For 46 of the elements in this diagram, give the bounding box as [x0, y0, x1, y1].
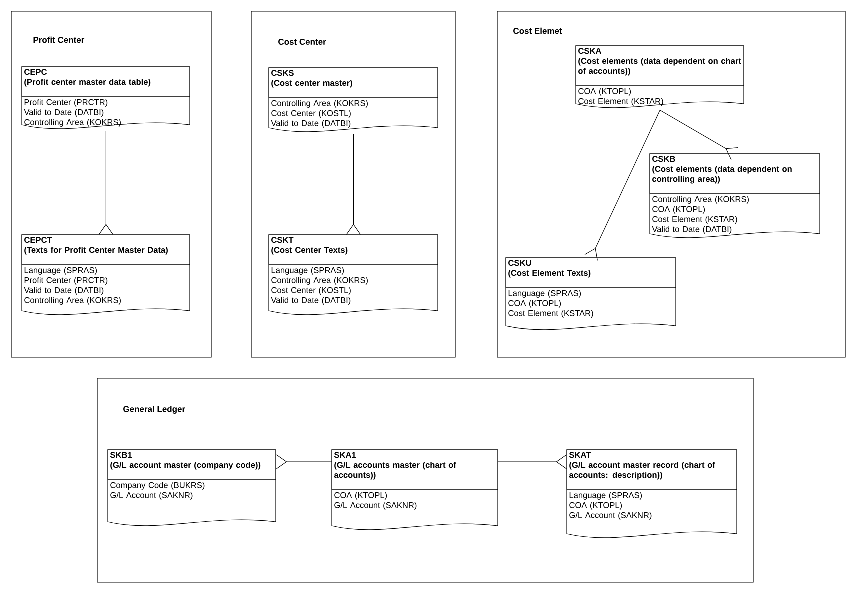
node-label: G/L Account (SAKNR)	[570, 512, 652, 520]
node-label: Cost Center (KOSTL)	[272, 110, 351, 118]
relationship-line	[346, 134, 361, 235]
relationship-line	[98, 131, 114, 235]
table-box: CSKU (Cost Element Texts) Language (SPRAS) COA (KTOPL) Cost Element (KSTAR)	[506, 258, 676, 330]
node-label: COA (KTOPL)	[578, 88, 632, 96]
table-box: CEPCT (Texts for Profit Center Master Data) Language (SPRAS) Profit Center (PRCTR) Valid to Date (DATBI) Controlling Area (KOKRS)	[22, 234, 190, 316]
node-label: COA (KTOPL)	[652, 206, 706, 214]
node-label: Valid to Date (DATBI)	[652, 226, 732, 234]
table-box: CSKT (Cost Center Texts) Language (SPRAS) Controlling Area (KOKRS) Cost Center (KOSTL) Valid to Date (DATBI)	[268, 234, 438, 316]
node-label: Profit Center (PRCTR)	[24, 277, 108, 285]
node-label: Valid to Date (DATBI)	[24, 109, 104, 117]
relationship-line	[276, 454, 332, 470]
relationship-line	[584, 110, 660, 261]
node-label: COA (KTOPL)	[508, 300, 562, 308]
relationship-line	[660, 110, 739, 160]
relationship-line	[498, 454, 567, 470]
table-box: CSKB (Cost elements (data dependent on controlling area)) Controlling Area (KOKRS) COA (KTOPL) Cost Element (KSTAR) Valid to Date (DATBI)	[650, 154, 820, 238]
node-label: Language (SPRAS)	[272, 267, 344, 275]
node-label: Language (SPRAS)	[508, 290, 582, 298]
table-box: CSKS (Cost center master) Controlling Area (KOKRS) Cost Center (KOSTL) Valid to Date (DATBI)	[268, 68, 438, 132]
node-label: G/L Account (SAKNR)	[334, 502, 417, 510]
node-label: G/L Account (SAKNR)	[110, 492, 193, 500]
node-label: Cost Element (KSTAR)	[652, 216, 738, 224]
node-label: Language (SPRAS)	[570, 492, 642, 500]
table-box: SKAT (G/L account master record (chart of accounts: description)) Language (SPRAS) COA (KTOPL) G/L Account (SAKNR)	[566, 450, 738, 538]
node-label: Valid to Date (DATBI)	[24, 287, 104, 295]
node-label: Controlling Area (KOKRS)	[24, 297, 121, 305]
node-label: Controlling Area (KOKRS)	[652, 196, 749, 204]
node-label: Company Code (BUKRS)	[110, 482, 205, 490]
table-box: CEPC (Profit center master data table) Profit Center (PRCTR) Valid to Date (DATBI) Controlling Area (KOKRS)	[22, 66, 190, 130]
node-label: Valid to Date (DATBI)	[271, 297, 351, 305]
node-label: Controlling Area (KOKRS)	[272, 100, 368, 108]
node-label: Cost Center (KOSTL)	[272, 287, 351, 295]
table-box: SKA1 (G/L accounts master (chart of accounts)) COA (KTOPL) G/L Account (SAKNR)	[332, 450, 498, 530]
node-label: COA (KTOPL)	[334, 492, 388, 500]
node-label: COA (KTOPL)	[570, 502, 622, 510]
node-label: Controlling Area (KOKRS)	[272, 277, 368, 285]
table-box: SKB1 (G/L account master (company code)) Company Code (BUKRS) G/L Account (SAKNR)	[108, 450, 276, 526]
node-label: Cost Element (KSTAR)	[578, 98, 664, 106]
node-label: Valid to Date (DATBI)	[271, 120, 351, 128]
node-label: Controlling Area (KOKRS)	[24, 119, 121, 127]
table-box: CSKA (Cost elements (data dependent on chart of accounts)) COA (KTOPL) Cost Element (KSTAR)	[576, 46, 744, 108]
node-label: Language (SPRAS)	[24, 267, 98, 275]
node-label: Cost Element (KSTAR)	[508, 310, 594, 318]
node-label: Profit Center (PRCTR)	[24, 99, 108, 107]
